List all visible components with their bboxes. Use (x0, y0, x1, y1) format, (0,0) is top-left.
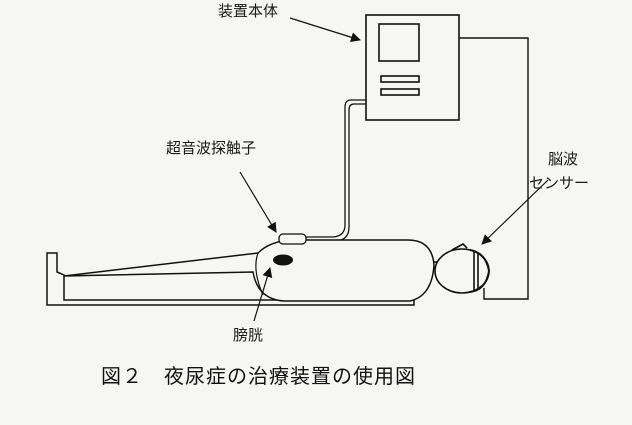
bed (46, 252, 415, 306)
label-brainwave-sensor-line2: センサー (529, 174, 590, 192)
label-device-body: 装置本体 (218, 2, 279, 20)
arrow-device (289, 17, 361, 43)
label-bladder: 膀胱 (233, 326, 264, 344)
sensor-cable (459, 37, 529, 300)
patient-head (434, 243, 491, 294)
arrow-sensor (481, 179, 549, 245)
figure-caption: 図２ 夜尿症の治療装置の使用図 (101, 364, 416, 388)
arrow-bladder (253, 267, 273, 322)
device-slot-1 (380, 75, 420, 83)
leader-arrows (239, 17, 549, 322)
device-body (365, 14, 460, 121)
device-screen (378, 23, 420, 62)
arrow-probe (239, 171, 277, 233)
ultrasound-probe (278, 233, 307, 245)
label-brainwave-sensor-line1: 脳波 (548, 150, 579, 168)
label-ultrasound-probe: 超音波探触子 (166, 139, 257, 157)
bladder (273, 254, 293, 266)
patient-body (63, 239, 435, 302)
probe-cable (306, 99, 366, 242)
device-slot-2 (380, 88, 420, 96)
